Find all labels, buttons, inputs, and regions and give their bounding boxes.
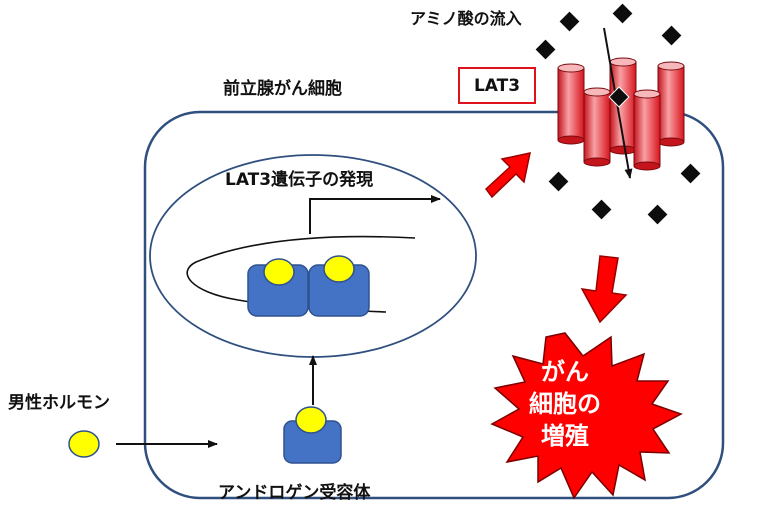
lat3-label-box: LAT3: [458, 67, 536, 104]
male-hormone-molecule: [68, 430, 100, 458]
lat3-transporter: [557, 57, 685, 171]
amino-acid: [660, 24, 683, 47]
proliferation-line-3: 増殖: [541, 422, 589, 450]
transporter-cylinder: [583, 87, 611, 167]
gene-expression-label: LAT3遺伝子の発現: [225, 170, 374, 190]
transporter-cylinder: [557, 63, 585, 145]
hormone-bound-right: [323, 255, 355, 283]
amino-acid: [646, 203, 669, 226]
expression-to-transporter-arrow: [484, 152, 531, 199]
androgen-receptor-label: アンドロゲン受容体: [218, 483, 371, 503]
transporter-to-proliferation-arrow: [580, 255, 628, 324]
receptor-hormone: [295, 406, 327, 434]
amino-acid: [547, 170, 570, 193]
proliferation-line-1: がん: [541, 358, 589, 386]
proliferation-burst: [490, 332, 683, 500]
cell-label: 前立腺がん細胞: [223, 79, 342, 99]
amino-acid-influx-label: アミノ酸の流入: [410, 9, 522, 28]
proliferation-label: がん 細胞の 増殖: [482, 356, 648, 452]
amino-acid: [558, 10, 581, 33]
amino-acids: [534, 2, 702, 226]
transcription-arrow: [309, 195, 441, 234]
transporter-cylinder: [657, 61, 685, 147]
amino-acid: [611, 2, 634, 25]
transporter-cylinder: [633, 89, 661, 171]
hormone-bound-left: [263, 258, 295, 286]
amino-acid: [679, 162, 702, 185]
amino-acid: [590, 198, 613, 221]
amino-acid: [608, 86, 630, 108]
amino-acid: [534, 38, 557, 61]
male-hormone-label: 男性ホルモン: [8, 393, 110, 413]
proliferation-line-2: 細胞の: [529, 390, 601, 418]
